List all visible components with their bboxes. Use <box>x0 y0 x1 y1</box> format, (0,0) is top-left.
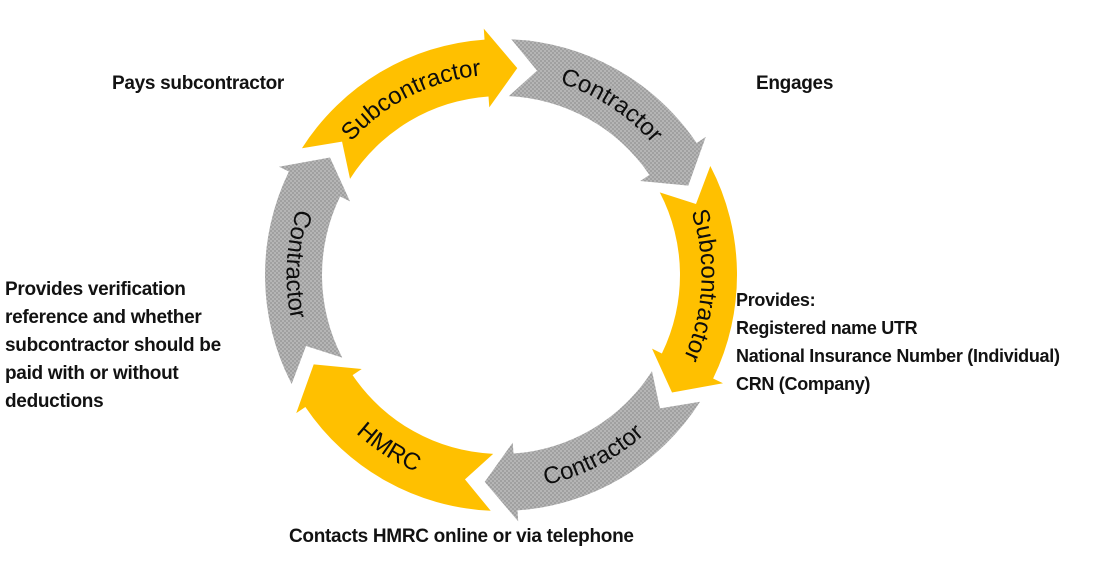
annotation-pays-subcontractor: Pays subcontractor <box>112 73 284 94</box>
annotation-contacts-hmrc: Contacts HMRC online or via telephone <box>289 526 634 547</box>
arrow-bottom-left-hmrc <box>296 364 494 511</box>
annotation-provides-details: Provides: Registered name UTR National I… <box>736 290 1060 394</box>
arrow-right-subcontractor <box>652 166 738 393</box>
arrow-bottom-contractor <box>484 371 701 522</box>
annotation-verification-reference: Provides verification reference and whet… <box>5 279 221 412</box>
arrow-top-right-contractor <box>508 39 706 186</box>
arrow-top-left-subcontractor <box>301 28 518 179</box>
arrow-left-contractor <box>264 157 350 384</box>
annotation-engages: Engages <box>756 73 834 94</box>
